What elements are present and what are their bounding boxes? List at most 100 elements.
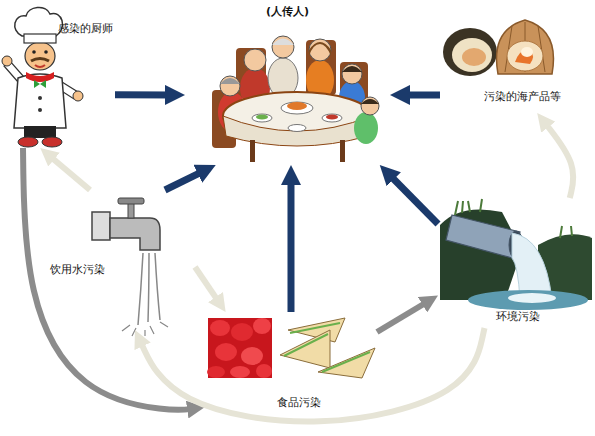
node-label: (人传人): [185, 5, 390, 18]
family-dinner-part: [340, 140, 345, 162]
contaminated-food-part: [256, 364, 272, 378]
chef-figure-part: [73, 91, 83, 101]
water-tap-part: [92, 212, 110, 240]
flow-arrow: [140, 328, 485, 422]
contaminated-food-part: [215, 343, 237, 361]
flow-arrow: [388, 174, 438, 224]
contaminated-food: [207, 318, 375, 378]
family-dinner-part: [354, 112, 378, 144]
illustrated-node: 食品污染: [205, 312, 377, 412]
family-dinner-part: [220, 76, 240, 96]
seafood-shells-part: [507, 41, 543, 71]
flow-arrow: [544, 121, 573, 198]
family-dinner-part: [288, 125, 306, 132]
water-tap-part: [110, 218, 160, 250]
seafood-shells-part: [505, 22, 545, 72]
flow-arrow: [402, 91, 440, 98]
contaminated-food-part: [253, 318, 271, 334]
chef-figure-part: [32, 50, 36, 54]
node-label: 环境污染: [496, 310, 540, 323]
illustrated-node: 饮用水污染: [45, 190, 195, 330]
seafood-shells-part: [443, 28, 497, 76]
family-dinner-part: [287, 102, 307, 110]
family-dinner-part: [342, 66, 362, 72]
contaminated-food-part: [280, 330, 330, 368]
contaminated-food-part: [284, 334, 328, 356]
node-label: 食品污染: [277, 396, 321, 409]
family-dinner-part: [309, 42, 331, 56]
seafood-shells: [443, 20, 553, 76]
family-dinner-part: [256, 115, 268, 120]
polluted-outfall-part: [512, 233, 552, 300]
family-dinner-part: [361, 97, 379, 115]
contaminated-food-part: [230, 366, 250, 378]
seafood-shells-part: [521, 47, 533, 57]
water-tap-part: [118, 198, 144, 204]
chef-figure-part: [24, 126, 56, 138]
chef-figure-part: [38, 96, 42, 100]
family-dinner-part: [342, 64, 362, 84]
family-dinner-part: [361, 99, 379, 104]
family-dinner-part: [326, 115, 338, 120]
family-dinner-part: [244, 49, 266, 71]
family-dinner-part: [220, 78, 240, 84]
family-dinner-part: [322, 114, 342, 122]
flow-arrow: [287, 177, 294, 312]
chef-figure-part: [18, 137, 38, 147]
contaminated-food-part: [210, 320, 230, 336]
node-label: 饮用水污染: [50, 263, 105, 276]
polluted-outfall-part: [508, 293, 556, 303]
contaminated-food-part: [241, 347, 263, 365]
chef-figure-part: [31, 59, 49, 62]
water-tap-part: [138, 253, 160, 325]
contaminated-food-part: [318, 348, 375, 378]
illustrated-node: 感染的厨师: [0, 8, 115, 148]
chef-figure-part: [38, 108, 42, 112]
flow-arrow: [115, 91, 173, 98]
chef-figure-part: [35, 65, 45, 67]
illustrated-node: (人传人): [185, 3, 390, 165]
family-dinner-part: [223, 116, 371, 146]
flow-arrow: [165, 170, 205, 190]
flow-arrow: [23, 148, 194, 410]
seafood-shells-part: [497, 20, 554, 74]
contaminated-food-part: [207, 366, 225, 378]
chef-figure-part: [24, 34, 56, 43]
contaminated-food-part: [322, 352, 370, 372]
illustrated-node: 环境污染: [438, 198, 593, 328]
polluted-outfall-part: [440, 209, 522, 300]
seafood-shells-part: [452, 38, 492, 72]
water-tap-part: [122, 322, 168, 336]
family-dinner-part: [250, 140, 255, 162]
chef-figure-part: [25, 42, 55, 70]
contaminated-food-part: [231, 323, 253, 341]
family-dinner-part: [281, 102, 313, 114]
chef-figure-part: [15, 7, 63, 36]
polluted-outfall-part: [446, 215, 520, 258]
flow-arrow: [49, 155, 90, 190]
contaminated-food-part: [290, 323, 340, 333]
flow-arrow: [377, 301, 429, 332]
node-label: 感染的厨师: [58, 22, 113, 35]
polluted-outfall-part: [468, 290, 588, 310]
illustrated-node: 污染的海产品等: [440, 18, 575, 113]
family-dinner-part: [244, 50, 266, 58]
water-tap-part: [128, 203, 134, 218]
family-dinner-part: [252, 114, 272, 122]
family-dinner-part: [272, 36, 294, 58]
family-dinner: [212, 36, 379, 162]
seafood-shells-part: [462, 48, 486, 66]
contaminated-food-part: [208, 318, 272, 378]
flow-arrow: [195, 267, 220, 303]
family-dinner-part: [272, 39, 294, 46]
node-label: 污染的海产品等: [484, 90, 561, 103]
chef-figure-part: [44, 50, 48, 54]
chef-figure-part: [14, 74, 66, 128]
polluted-outfall: [440, 199, 592, 310]
family-dinner-part: [309, 39, 331, 61]
chef-figure-part: [42, 137, 62, 147]
